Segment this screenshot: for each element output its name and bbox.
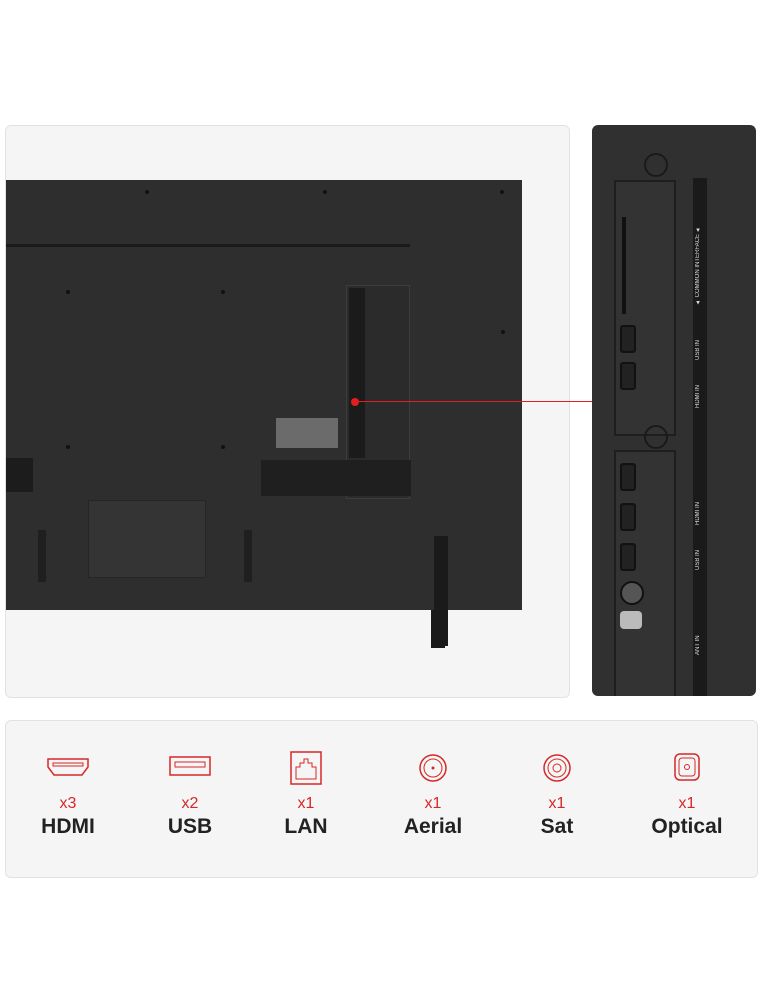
optical-icon [674, 753, 700, 781]
aerial-port [620, 581, 644, 605]
hdmi-port [620, 463, 636, 491]
port-item-aerial: x1 Aerial [373, 751, 493, 839]
port-item-sat: x1 Sat [497, 751, 617, 839]
tv-back-panel [5, 125, 570, 698]
hdmi-port [620, 362, 636, 390]
ci-slot [622, 217, 626, 314]
sat-icon [543, 754, 571, 782]
aerial-icon [419, 754, 447, 782]
hdmi-icon [47, 758, 89, 776]
port-item-usb: x2 USB [130, 751, 250, 839]
top-groove [6, 244, 410, 247]
connector-closeup: ▲ COMMON INTERFACE ▲ USB IN HDMI IN HDMI… [592, 125, 756, 696]
port-item-lan: x1 LAN [246, 751, 366, 839]
sat-port [620, 611, 642, 629]
callout-line [355, 401, 592, 402]
hdmi-port [620, 503, 636, 531]
lan-icon [290, 751, 322, 785]
usb-port [620, 543, 636, 571]
highlight-dot [351, 398, 359, 406]
port-item-optical: x1 Optical [627, 751, 747, 839]
tv-back-image [6, 180, 522, 646]
port-item-hdmi: x3 HDMI [8, 751, 128, 839]
ports-summary-card: x3 HDMI x2 USB x1 LAN x1 Aerial x1 Sat x… [5, 720, 758, 878]
label-sticker [276, 418, 338, 448]
usb-icon [169, 756, 211, 776]
usb-port [620, 325, 636, 353]
